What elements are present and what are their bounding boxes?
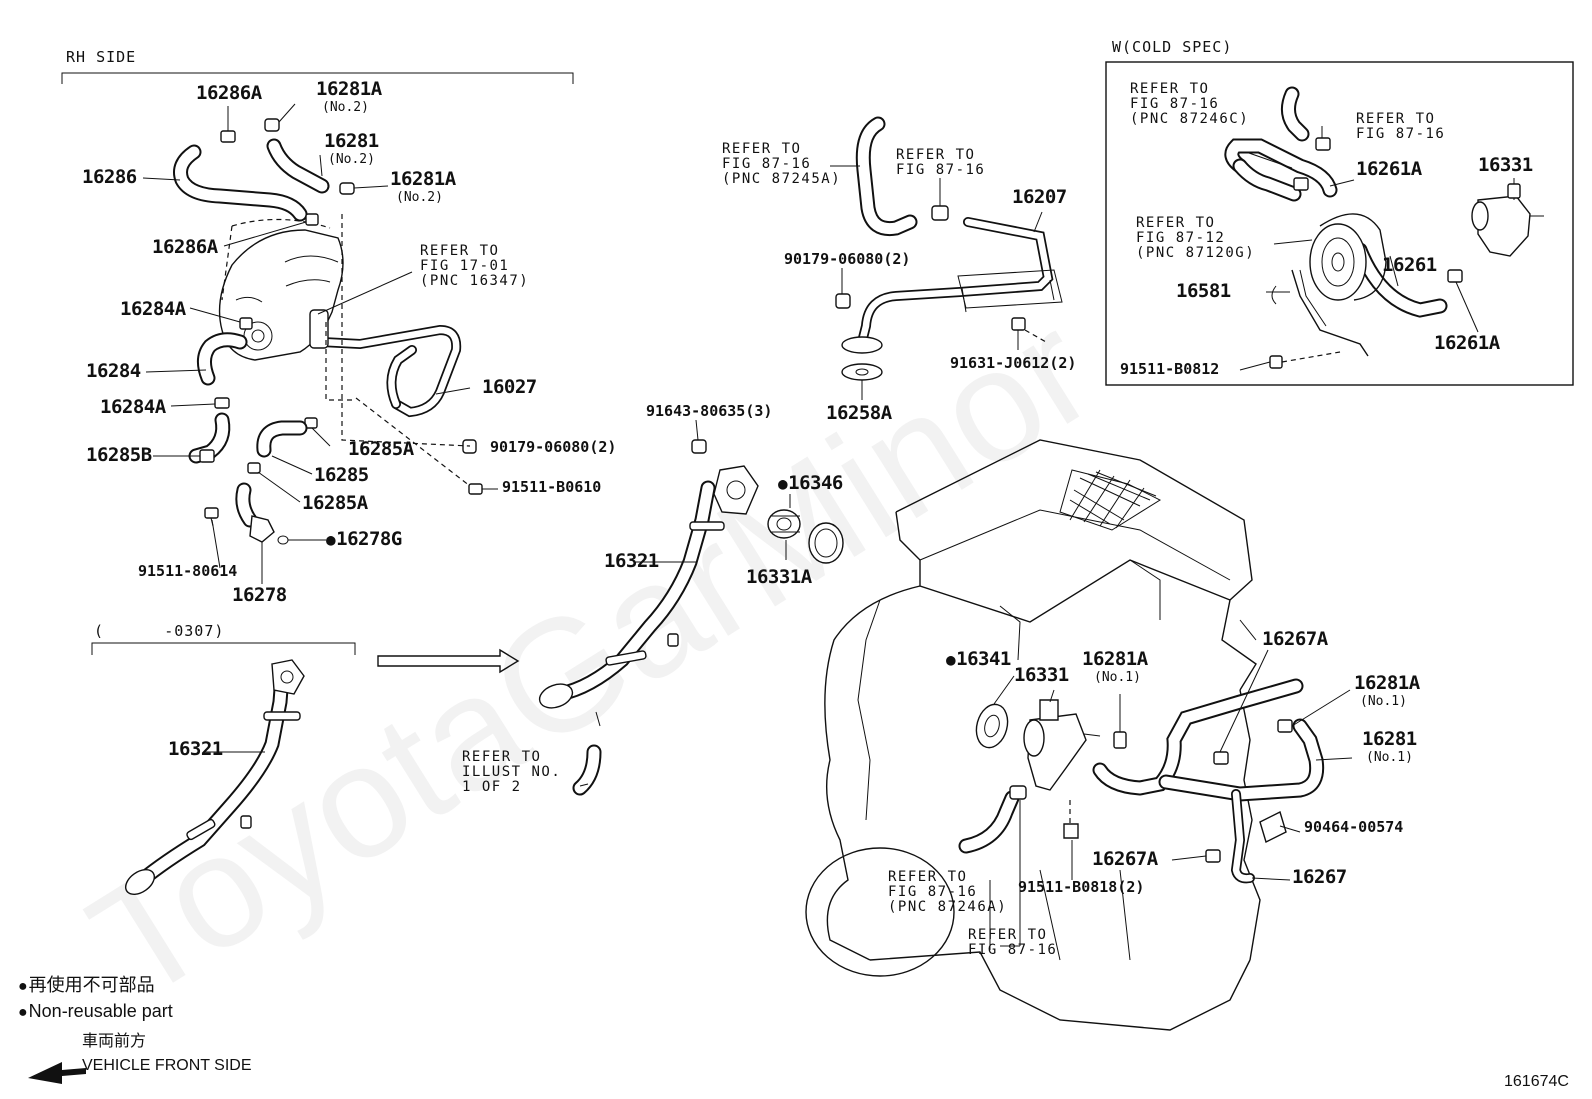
label-91511-B0610: 91511-B0610 — [502, 478, 602, 496]
label-cs-16261: 16261 — [1382, 254, 1437, 276]
label-16281-no2-sub: (No.2) — [328, 152, 375, 167]
ref-illust-1-of-2: REFER TO ILLUST NO. 1 OF 2 — [462, 749, 562, 795]
section-date-range: ( -0307) — [94, 622, 225, 640]
label-16286: 16286 — [82, 166, 137, 188]
ref-cs-fig-87-16-87246C: REFER TO FIG 87-16 (PNC 87246C) — [1130, 81, 1250, 127]
label-16281-no1-sub: (No.1) — [1366, 750, 1413, 765]
label-16321-old: 16321 — [168, 738, 223, 760]
label-16286A-top: 16286A — [196, 82, 262, 104]
date-range-bracket — [91, 642, 356, 655]
label-16281A-no1-b: 16281A — [1354, 672, 1420, 694]
label-cs-16331: 16331 — [1478, 154, 1533, 176]
label-16281-no2: 16281 — [324, 130, 379, 152]
ref-fig-87-16-87245A: REFER TO FIG 87-16 (PNC 87245A) — [722, 141, 842, 187]
section-title-cold-spec: W(COLD SPEC) — [1112, 38, 1233, 56]
label-cs-16261A-top: 16261A — [1356, 158, 1422, 180]
label-16281A-mid: 16281A — [390, 168, 456, 190]
label-16331A: 16331A — [746, 566, 812, 588]
legend-front-en: VEHICLE FRONT SIDE — [82, 1057, 252, 1074]
ref-cs-fig-87-16-b: REFER TO FIG 87-16 — [1356, 111, 1446, 142]
label-cs-91511-B0812: 91511-B0812 — [1120, 360, 1220, 378]
label-16331: 16331 — [1014, 664, 1069, 686]
label-90464-00574: 90464-00574 — [1304, 818, 1404, 836]
ref-cs-fig-87-12: REFER TO FIG 87-12 (PNC 87120G) — [1136, 215, 1256, 261]
engine-block — [805, 439, 1261, 1031]
label-91511-80614: 91511-80614 — [138, 562, 238, 580]
label-16267A-top: 16267A — [1262, 628, 1328, 650]
legend-non-reusable-jp: 再使用不可部品 — [18, 976, 155, 995]
ref-fig-87-16-87246A: REFER TO FIG 87-16 (PNC 87246A) — [888, 869, 1008, 915]
ref-fig-87-16-d: REFER TO FIG 87-16 — [968, 927, 1058, 958]
label-16278G: 16278G — [326, 530, 402, 549]
label-91631-J0612: 91631-J0612(2) — [950, 354, 1077, 372]
legend-front-jp: 車両前方 — [82, 1033, 147, 1050]
label-90179-06080-mid: 90179-06080(2) — [784, 250, 911, 268]
bolts-rh-side — [204, 439, 498, 527]
label-16281-no1: 16281 — [1362, 728, 1417, 750]
label-16267A-low: 16267A — [1092, 848, 1158, 870]
gasket-16346 — [808, 522, 844, 564]
label-16027: 16027 — [482, 376, 537, 398]
label-16281A-mid-sub: (No.2) — [396, 190, 443, 205]
label-16284: 16284 — [86, 360, 141, 382]
label-16285: 16285 — [314, 464, 369, 486]
water-inlet-16331 — [1023, 699, 1101, 791]
figure-id: 161674C — [1504, 1073, 1569, 1090]
supersede-arrow — [377, 648, 520, 674]
rh-side-bracket — [61, 72, 574, 84]
cold-spec-drawing — [1224, 86, 1544, 369]
gasket-16341 — [975, 703, 1009, 749]
label-16346: 16346 — [778, 474, 843, 493]
ref-fig-17-01: REFER TO FIG 17-01 (PNC 16347) — [420, 243, 530, 289]
label-16285A-a: 16285A — [348, 438, 414, 460]
label-16281A-no1-a-sub: (No.1) — [1094, 670, 1141, 685]
legend-non-reusable-en: Non-reusable part — [18, 1002, 173, 1021]
label-cs-16581: 16581 — [1176, 280, 1231, 302]
label-16341: 16341 — [946, 650, 1011, 669]
label-16281A-top: 16281A — [316, 78, 382, 100]
label-16281A-top-sub: (No.2) — [322, 100, 369, 115]
label-91511-B0818: 91511-B0818(2) — [1018, 878, 1145, 896]
clamps-rh-side — [214, 118, 355, 474]
label-90179-06080-left: 90179-06080(2) — [490, 438, 617, 456]
label-16281A-no1-a: 16281A — [1082, 648, 1148, 670]
label-16267: 16267 — [1292, 866, 1347, 888]
pipe-16321-old — [134, 668, 290, 888]
label-16281A-no1-b-sub: (No.1) — [1360, 694, 1407, 709]
ref-fig-87-16-b: REFER TO FIG 87-16 — [896, 147, 986, 178]
leader-lines — [142, 103, 1515, 881]
label-16284A-low: 16284A — [100, 396, 166, 418]
section-title-rh-side: RH SIDE — [66, 48, 137, 66]
pipe-16321 — [552, 480, 716, 702]
label-16207: 16207 — [1012, 186, 1067, 208]
label-16321: 16321 — [604, 550, 659, 572]
label-16258A: 16258A — [826, 402, 892, 424]
cold-spec-box — [1105, 61, 1574, 386]
hose-16281-no1-upper — [1092, 678, 1304, 796]
label-cs-16261A-low: 16261A — [1434, 332, 1500, 354]
label-16285B: 16285B — [86, 444, 152, 466]
label-16284A-top: 16284A — [120, 298, 186, 320]
vehicle-front-arrow — [28, 1062, 86, 1084]
part-16278 — [249, 515, 275, 543]
label-16278: 16278 — [232, 584, 287, 606]
thermostat-16331A — [767, 509, 801, 539]
label-16285A-b: 16285A — [302, 492, 368, 514]
label-91643-80635: 91643-80635(3) — [646, 402, 773, 420]
label-16286A-low: 16286A — [152, 236, 218, 258]
